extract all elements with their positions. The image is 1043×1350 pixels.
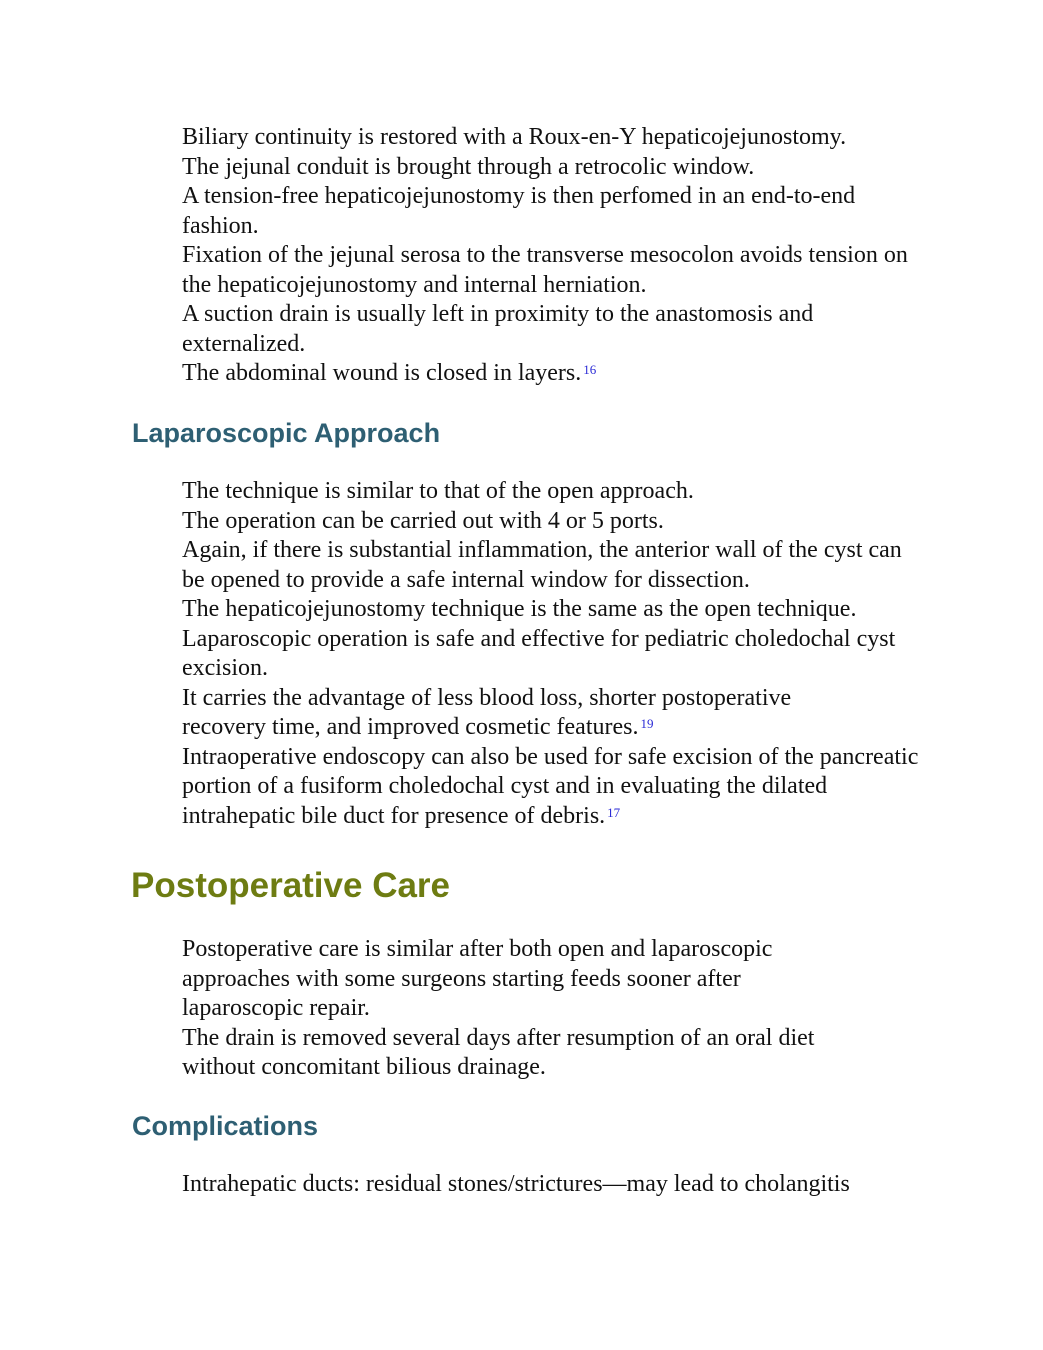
paragraph: Intraoperative endoscopy can also be use… — [182, 743, 922, 832]
paragraph: Laparoscopic operation is safe and effec… — [182, 625, 896, 682]
paragraph: The drain is removed several days after … — [182, 1024, 815, 1081]
paragraph-text: It carries the advantage of less blood l… — [182, 684, 792, 741]
paragraph: The operation can be carried out with 4 … — [182, 507, 664, 534]
paragraph: Postoperative care is similar after both… — [182, 936, 773, 1021]
paragraph: It carries the advantage of less blood l… — [182, 684, 862, 743]
paragraph: The hepaticojejunostomy technique is the… — [182, 596, 857, 622]
section-heading-complications: Complications — [132, 1111, 319, 1141]
reference-link[interactable]: 17 — [607, 804, 621, 820]
complications-text: Intrahepatic ducts: residual stones/stri… — [182, 1170, 942, 1200]
paragraph: A suction drain is usually left in proxi… — [182, 301, 814, 357]
paragraph: The jejunal conduit is brought through a… — [182, 153, 755, 180]
paragraph: Fixation of the jejunal serosa to the tr… — [182, 242, 908, 298]
laparoscopic-text: The technique is similar to that of the … — [182, 477, 922, 831]
paragraph: Intrahepatic ducts: residual stones/stri… — [182, 1171, 850, 1197]
section-heading-laparoscopic: Laparoscopic Approach — [132, 418, 441, 448]
paragraph-text: The abdominal wound is closed in layers. — [182, 360, 582, 386]
reference-link[interactable]: 19 — [640, 716, 654, 731]
paragraph: The abdominal wound is closed in layers.… — [182, 359, 912, 389]
reference-link[interactable]: 16 — [583, 362, 597, 377]
section-heading-postoperative: Postoperative Care — [131, 866, 451, 905]
paragraph: The technique is similar to that of the … — [182, 478, 694, 504]
paragraph: A tension-free hepaticojejunostomy is th… — [182, 183, 856, 239]
paragraph: Biliary continuity is restored with a Ro… — [182, 124, 847, 150]
paragraph: Again, if there is substantial inflammat… — [182, 537, 902, 593]
paragraph-text: Intraoperative endoscopy can also be use… — [182, 743, 919, 829]
postoperative-text: Postoperative care is similar after both… — [182, 935, 842, 1083]
open-approach-text: Biliary continuity is restored with a Ro… — [182, 123, 912, 389]
